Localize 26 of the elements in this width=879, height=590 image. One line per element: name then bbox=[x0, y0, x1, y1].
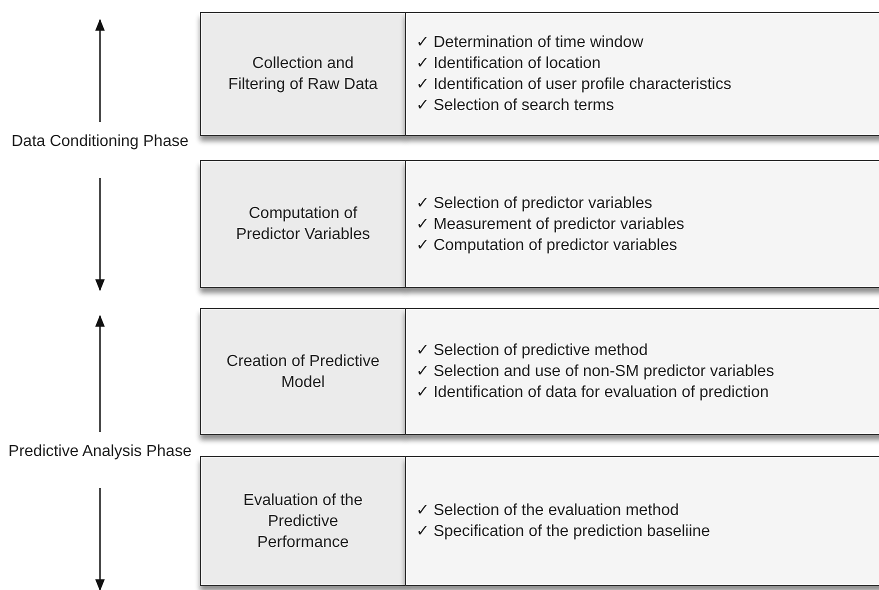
step-box bbox=[200, 12, 406, 136]
checklist-item: ✓ Selection of predictor variables bbox=[416, 194, 652, 214]
step-box bbox=[200, 308, 406, 435]
step-box bbox=[200, 456, 406, 586]
task-list-box bbox=[405, 12, 879, 136]
task-list-box bbox=[405, 160, 879, 288]
checklist-item: ✓ Computation of predictor variables bbox=[416, 236, 678, 256]
checklist-item: ✓ Selection of search terms bbox=[416, 96, 614, 116]
step-title: Collection and Filtering of Raw Data bbox=[227, 54, 379, 95]
checklist-item: ✓ Selection and use of non-SM predictor variables bbox=[416, 362, 774, 382]
task-list-box bbox=[405, 308, 879, 435]
checklist-item: ✓ Specification of the prediction baseliine bbox=[416, 522, 710, 542]
checklist-item: ✓ Determination of time window bbox=[416, 33, 644, 53]
phase-label: Data Conditioning Phase bbox=[10, 132, 190, 152]
task-list-box bbox=[405, 456, 879, 586]
checklist-item: ✓ Selection of predictive method bbox=[416, 341, 648, 361]
checklist-item: ✓ Selection of the evaluation method bbox=[416, 501, 679, 521]
step-title: Creation of Predictive Model bbox=[226, 352, 380, 392]
checklist-item: ✓ Identification of data for evaluation of prediction bbox=[416, 383, 769, 403]
step-box bbox=[200, 160, 406, 288]
step-title: Evaluation of the Predictive Performance bbox=[242, 490, 364, 552]
phase-label: Predictive Analysis Phase bbox=[7, 442, 193, 462]
checklist-item: ✓ Measurement of predictor variables bbox=[416, 214, 684, 234]
checklist-item: ✓ Identification of user profile characteristics bbox=[416, 75, 732, 95]
step-title: Computation of Predictor Variables bbox=[235, 204, 371, 245]
checklist-item: ✓ Identification of location bbox=[416, 54, 601, 74]
